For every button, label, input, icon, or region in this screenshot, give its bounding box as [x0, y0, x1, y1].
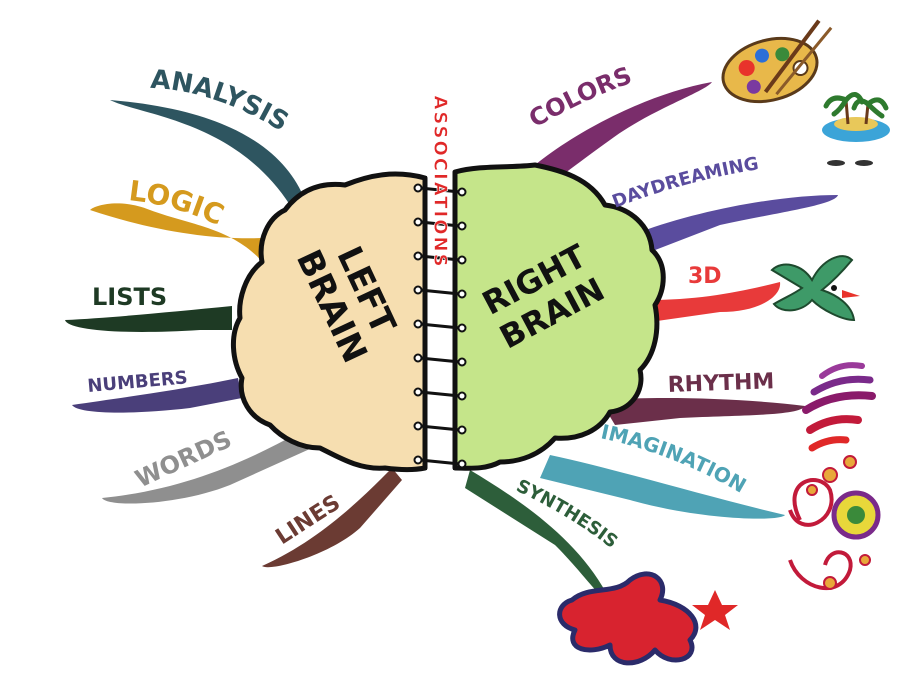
- rhythm-waves-icon: [802, 362, 876, 452]
- label-3d: 3D: [688, 264, 722, 289]
- spirals-icon: [788, 455, 881, 590]
- branch-synthesis: [465, 470, 610, 600]
- left-brain-hemisphere: [230, 171, 428, 472]
- branch-colors: [520, 82, 712, 195]
- branch-3d: [648, 282, 781, 322]
- branch-imagination: [540, 455, 785, 519]
- branch-logic: [90, 203, 265, 265]
- island-icon: [822, 92, 890, 142]
- label-daydreaming: DAYDREAMING: [609, 153, 760, 212]
- associations-label: ASSOCIATIONS: [430, 95, 451, 268]
- branch-lists: [65, 306, 232, 332]
- right-brain-hemisphere: [452, 162, 666, 471]
- eyes-icon: [827, 160, 873, 166]
- right-branches: [465, 82, 838, 600]
- branch-numbers: [72, 378, 242, 413]
- label-rhythm: RHYTHM: [667, 369, 774, 398]
- branch-rhythm: [600, 398, 805, 425]
- branch-lines: [262, 468, 402, 568]
- branch-daydreaming: [640, 195, 838, 252]
- label-daydreaming-text: DAYDREAMING: [609, 153, 760, 212]
- label-lists: LISTS: [92, 283, 167, 311]
- bird-icon: [770, 255, 860, 322]
- splash-icon: [557, 571, 738, 666]
- associations-stitching: [413, 176, 467, 470]
- paint-palette-icon: [721, 19, 833, 104]
- branch-analysis: [110, 100, 305, 205]
